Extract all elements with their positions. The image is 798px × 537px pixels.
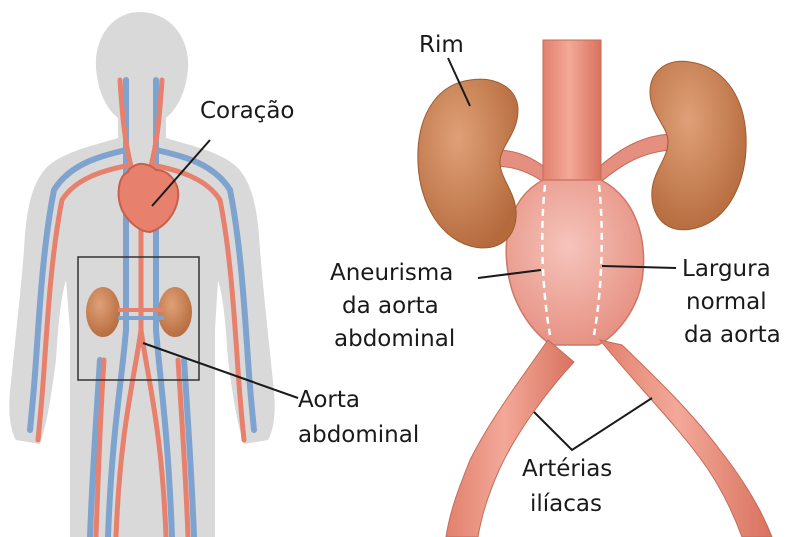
label-aneurysm-line1: Aneurisma bbox=[330, 260, 453, 286]
label-abdominal-aorta-line2: abdominal bbox=[298, 422, 419, 448]
body-figure bbox=[9, 12, 275, 537]
label-normal-width-line2: normal bbox=[686, 289, 767, 315]
aorta-upper bbox=[543, 40, 601, 200]
aneurysm-bulge bbox=[506, 180, 643, 345]
label-abdominal-aorta-line1: Aorta bbox=[298, 387, 360, 413]
label-iliac-line2: ilíacas bbox=[530, 491, 602, 517]
label-kidney: Rim bbox=[419, 32, 464, 58]
label-aneurysm-line3: abdominal bbox=[334, 326, 455, 352]
right-iliac-artery bbox=[600, 340, 772, 537]
left-kidney-small bbox=[86, 287, 120, 337]
label-aneurysm-line2: da aorta bbox=[342, 293, 439, 319]
label-iliac-line1: Artérias bbox=[522, 456, 612, 482]
label-normal-width-line1: Largura bbox=[682, 256, 771, 282]
label-normal-width-line3: da aorta bbox=[684, 322, 781, 348]
label-heart: Coração bbox=[200, 98, 295, 124]
